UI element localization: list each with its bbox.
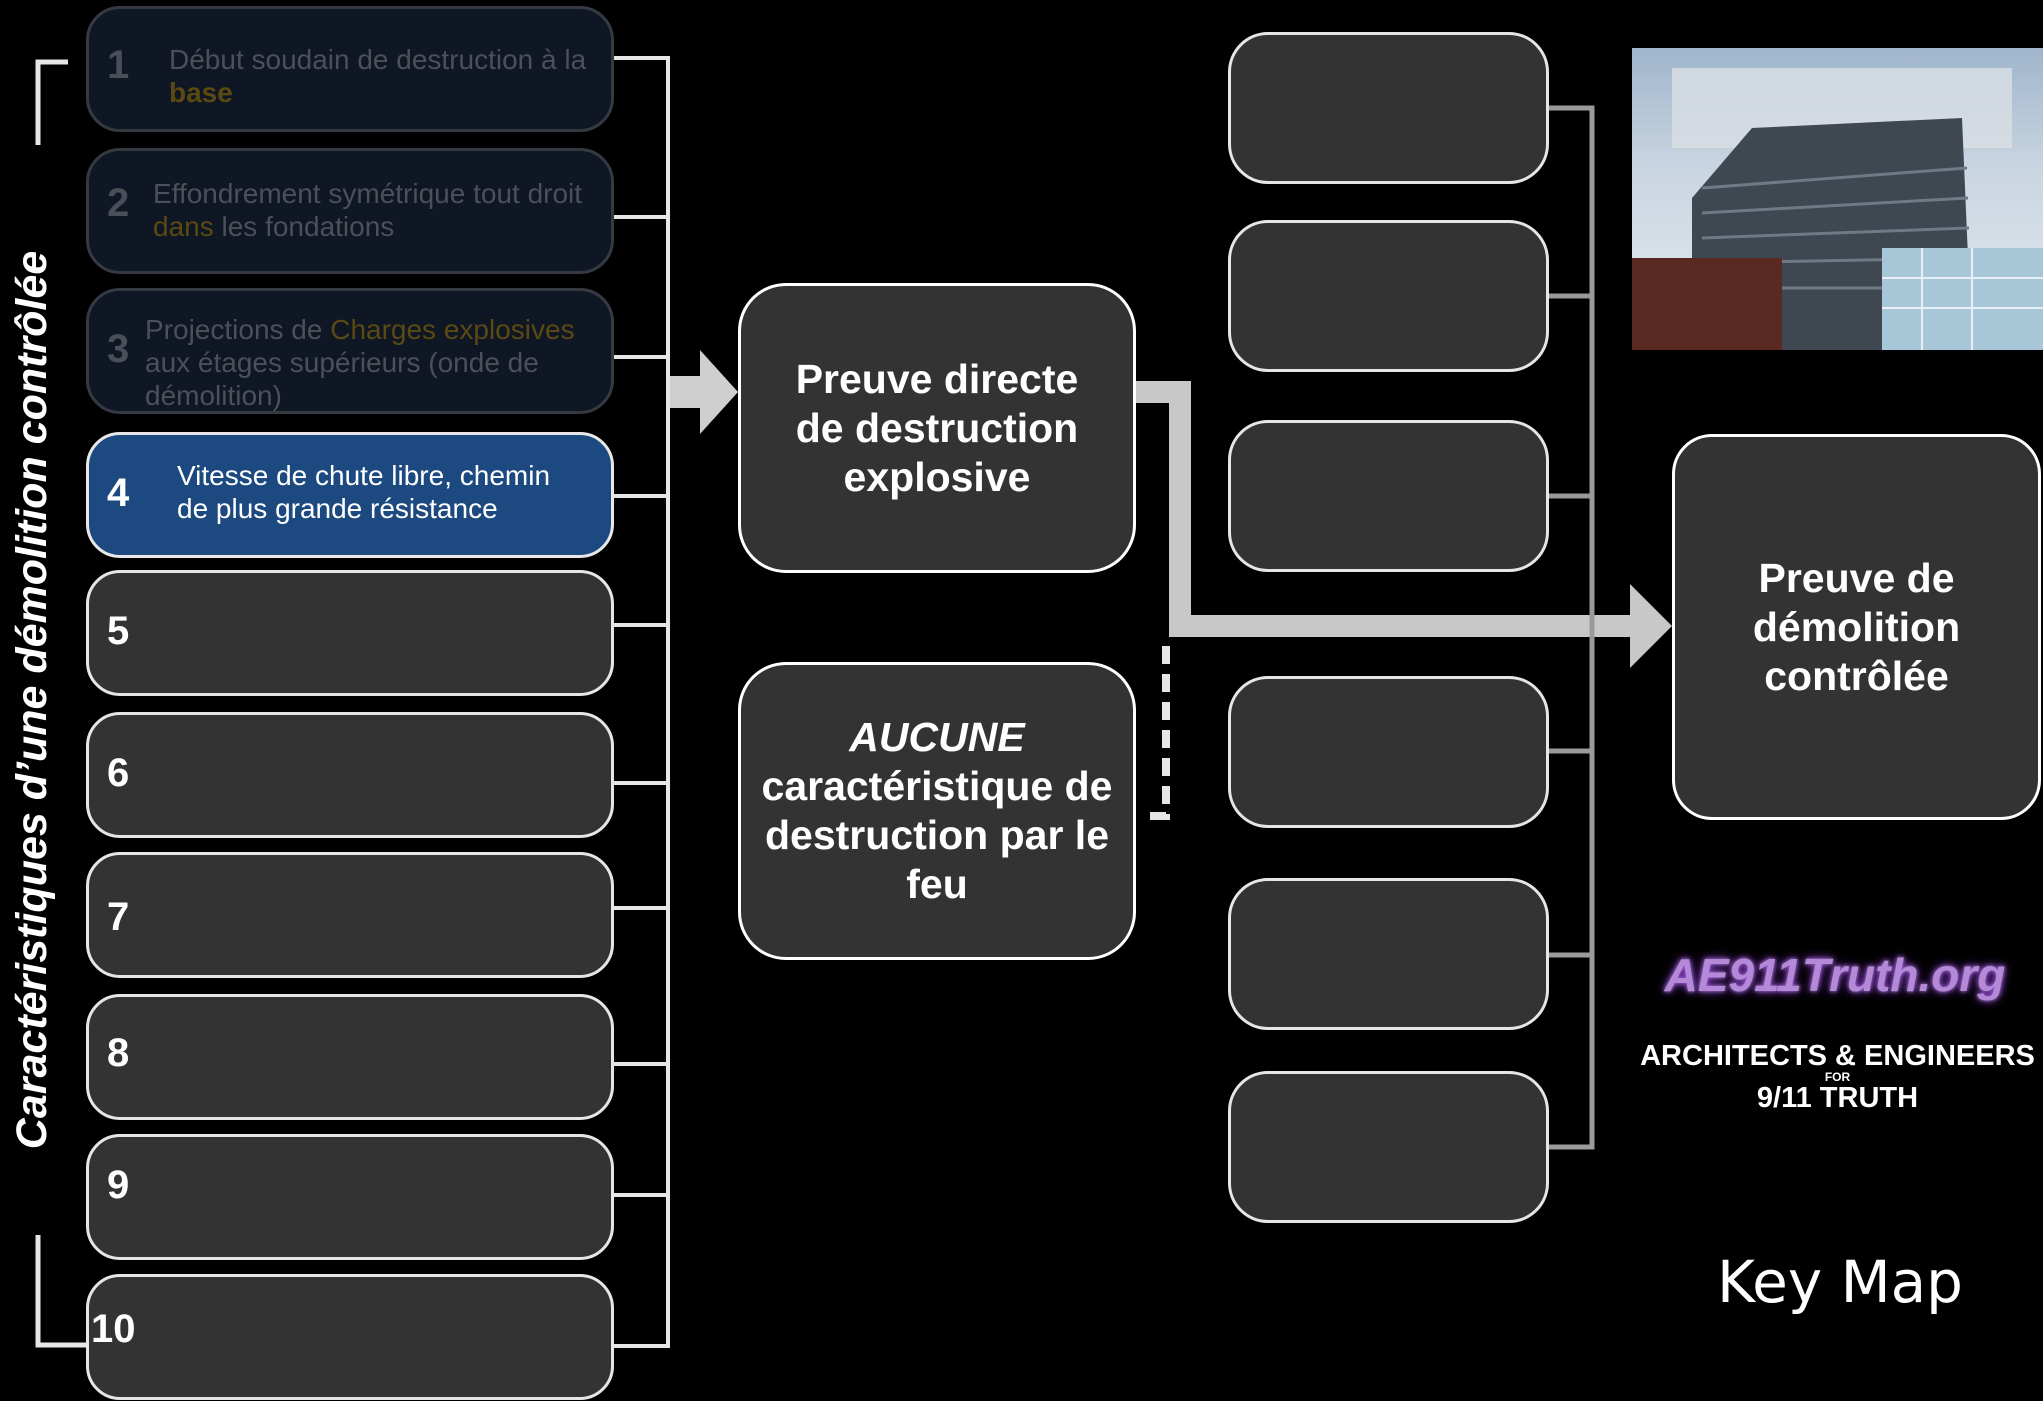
- controlled-demolition-result[interactable]: Preuve de démolition contrôlée: [1672, 434, 2041, 820]
- characteristic-number: 9: [107, 1163, 130, 1207]
- dashed-connector: [1146, 646, 1170, 820]
- characteristic-8[interactable]: 8: [86, 994, 614, 1120]
- characteristic-text: Projections de Charges explosives aux ét…: [145, 314, 575, 411]
- characteristic-number: 10: [91, 1307, 136, 1351]
- box-connectors: [614, 215, 668, 1197]
- characteristic-number: 6: [107, 751, 130, 795]
- characteristic-2[interactable]: 2 Effondrement symétrique tout droit dan…: [86, 148, 614, 274]
- characteristic-4[interactable]: 4 Vitesse de chute libre, chemin de plus…: [86, 432, 614, 558]
- right-box-connectors: [1549, 293, 1592, 958]
- side-title: Caractéristiques d’une démolition contrô…: [8, 250, 56, 1150]
- key-map-label: Key Map: [1717, 1248, 1963, 1316]
- evidence-slot-2[interactable]: [1228, 220, 1549, 372]
- characteristic-3[interactable]: 3 Projections de Charges explosives aux …: [86, 288, 614, 414]
- no-fire-label: caractéristique de destruction par le fe…: [761, 763, 1113, 907]
- evidence-slot-4[interactable]: [1228, 676, 1549, 828]
- arrow-to-evidence: [670, 350, 738, 434]
- org-name: ARCHITECTS & ENGINEERS FOR 9/11 TRUTH: [1640, 1040, 2035, 1114]
- no-fire-evidence-box[interactable]: AUCUNE caractéristique de destruction pa…: [738, 662, 1136, 960]
- characteristic-5[interactable]: 5: [86, 570, 614, 696]
- characteristic-9[interactable]: 9: [86, 1134, 614, 1260]
- characteristic-number: 2: [107, 181, 130, 225]
- direct-evidence-box[interactable]: Preuve directe de destruction explosive: [738, 283, 1136, 573]
- ae911truth-logo: AE911Truth.org: [1664, 949, 2006, 1001]
- characteristic-10[interactable]: 10: [86, 1274, 614, 1400]
- no-fire-emphasis: AUCUNE: [849, 714, 1025, 760]
- characteristic-text: Début soudain de destruction à la base: [169, 44, 587, 108]
- arrow-to-result: [1630, 584, 1672, 668]
- evidence-slot-6[interactable]: [1228, 1071, 1549, 1223]
- evidence-slot-1[interactable]: [1228, 32, 1549, 184]
- characteristic-7[interactable]: 7: [86, 852, 614, 978]
- characteristic-number: 7: [107, 895, 130, 939]
- result-label: Preuve de démolition contrôlée: [1752, 554, 1961, 699]
- direct-evidence-label: Preuve directe de destruction explosive: [795, 355, 1079, 500]
- characteristic-1[interactable]: 1 Début soudain de destruction à la base: [86, 6, 614, 132]
- left-bracket-bottom: [35, 1235, 86, 1348]
- characteristic-text: Effondrement symétrique tout droit dans …: [153, 178, 583, 242]
- evidence-slot-5[interactable]: [1228, 878, 1549, 1030]
- left-bracket: [35, 59, 68, 145]
- right-column-bracket: [1549, 105, 1595, 1150]
- characteristic-number: 1: [107, 43, 130, 87]
- characteristic-number: 4: [107, 471, 130, 515]
- building-photo: [1632, 48, 2043, 350]
- characteristic-text: Vitesse de chute libre, chemin de plus g…: [177, 460, 551, 524]
- characteristic-number: 3: [107, 327, 130, 371]
- evidence-slot-3[interactable]: [1228, 420, 1549, 572]
- evidence-path: [1136, 381, 1630, 637]
- characteristic-number: 8: [107, 1031, 130, 1075]
- right-bracket: [614, 56, 670, 1348]
- characteristic-number: 5: [107, 609, 130, 653]
- characteristic-6[interactable]: 6: [86, 712, 614, 838]
